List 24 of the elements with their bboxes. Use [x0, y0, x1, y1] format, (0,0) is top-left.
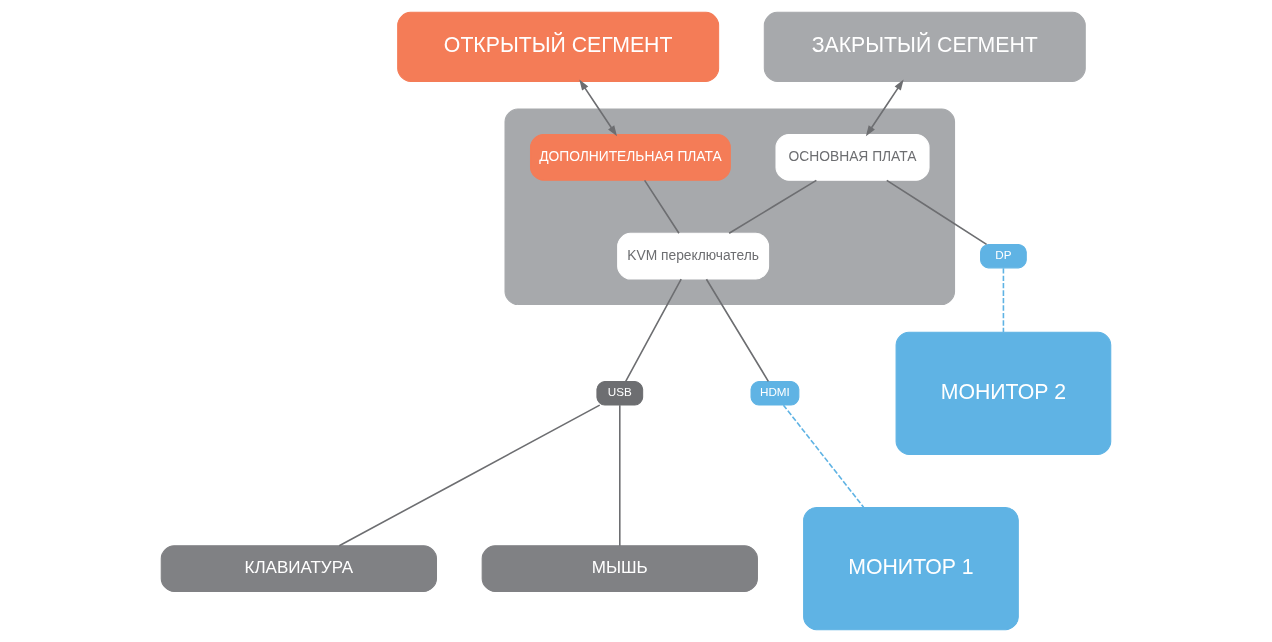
node-box: ОТКРЫТЫЙ СЕГМЕНТ	[397, 11, 720, 82]
connector	[338, 404, 601, 547]
node-box: КЛАВИАТУРА	[160, 545, 437, 592]
connector	[619, 404, 621, 547]
connector	[782, 404, 865, 509]
arrow	[579, 79, 618, 137]
node-box: ОСНОВНАЯ ПЛАТА	[775, 133, 930, 181]
node-box: МЫШЬ	[481, 545, 758, 592]
connector	[728, 179, 818, 235]
node-box: USB	[596, 381, 644, 406]
node-box: ЗАКРЫТЫЙ СЕГМЕНТ	[763, 11, 1086, 82]
node-box: МОНИТОР 2	[895, 331, 1112, 455]
connector	[624, 278, 682, 383]
node-box: KVM переключатель	[617, 232, 770, 280]
node-box: DP	[980, 243, 1027, 269]
connector	[643, 179, 680, 235]
node-box: HDMI	[750, 381, 800, 406]
cluster	[504, 108, 956, 306]
node-box: ДОПОЛНИТЕЛЬНАЯ ПЛАТА	[530, 133, 731, 181]
node-box: МОНИТОР 1	[803, 506, 1019, 631]
connector	[885, 179, 988, 246]
connector	[705, 278, 770, 383]
connector	[1002, 267, 1005, 333]
arrow	[865, 79, 904, 137]
